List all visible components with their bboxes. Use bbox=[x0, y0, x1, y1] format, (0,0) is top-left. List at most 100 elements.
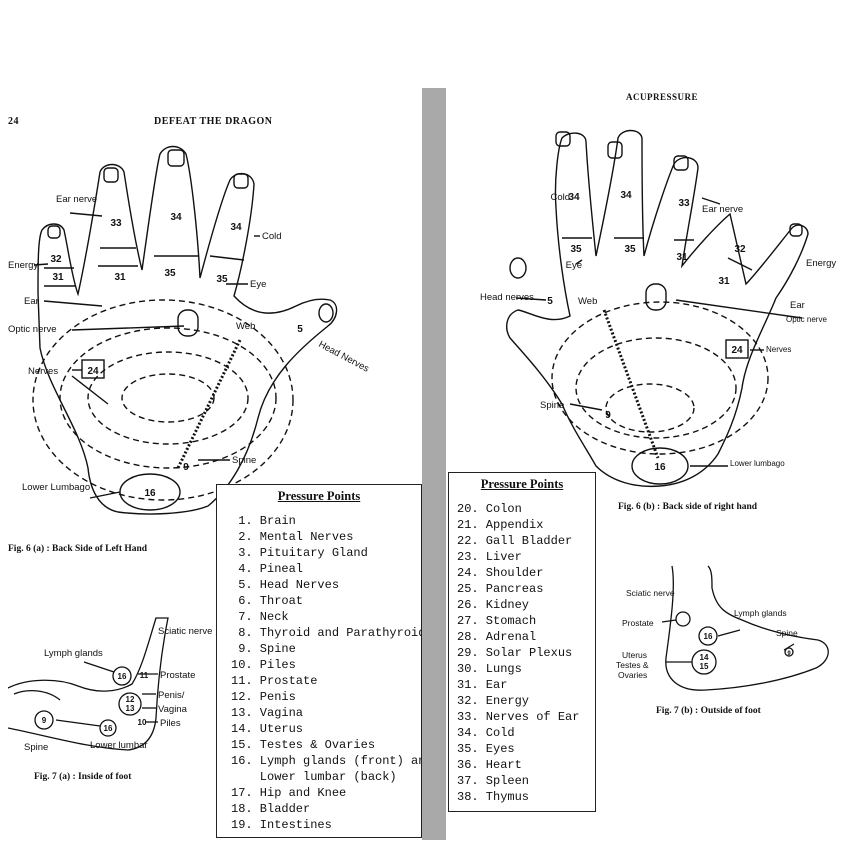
pressure-point-item: 12. Penis bbox=[231, 690, 296, 704]
hand-number: 33 bbox=[110, 218, 122, 229]
pressure-point-item: 28. Adrenal bbox=[457, 630, 537, 644]
pressure-point-item: 26. Kidney bbox=[457, 598, 530, 612]
point-24 bbox=[81, 359, 105, 379]
hand-number: 34 bbox=[230, 222, 242, 233]
left-page: 24 DEFEAT THE DRAGON bbox=[8, 88, 422, 840]
nail bbox=[318, 303, 334, 323]
hand-number: 24 bbox=[87, 366, 99, 377]
label-web: Web bbox=[236, 321, 255, 332]
pressure-points-title: Pressure Points bbox=[480, 477, 564, 491]
pressure-point-item: 34. Cold bbox=[457, 726, 515, 740]
hand-number: 16 bbox=[144, 488, 156, 499]
fig7b-caption: Fig. 7 (b) : Outside of foot bbox=[656, 706, 761, 716]
pressure-point-item: 32. Energy bbox=[457, 694, 530, 708]
label-lower-lumbago: Lower Lumbago bbox=[22, 482, 90, 493]
right-page: ACUPRESSURE 34 bbox=[446, 88, 850, 840]
label-energy: Energy bbox=[8, 260, 38, 271]
hand-number: 5 bbox=[547, 296, 553, 307]
pressure-point-item: 15. Testes & Ovaries bbox=[231, 738, 376, 752]
pressure-point-item: 4. Pineal bbox=[231, 562, 304, 576]
fig6b-caption: Fig. 6 (b) : Back side of right hand bbox=[618, 502, 758, 512]
pressure-point-item: 23. Liver bbox=[457, 550, 522, 564]
nail bbox=[789, 223, 803, 237]
pressure-point-item: 21. Appendix bbox=[457, 518, 544, 532]
pressure-point-item: 19. Intestines bbox=[231, 818, 332, 832]
pressure-point-item: 20. Colon bbox=[457, 502, 522, 516]
hand-number: 32 bbox=[734, 244, 746, 255]
hand-number: 9 bbox=[605, 410, 611, 421]
point-16 bbox=[631, 447, 689, 485]
pressure-point-item: 11. Prostate bbox=[231, 674, 318, 688]
optic-nerve-point bbox=[645, 283, 667, 311]
label-ear-nerve: Ear nerve bbox=[702, 204, 743, 215]
pressure-points-list: 1. Brain 2. Mental Nerves 3. Pituitary G… bbox=[231, 513, 422, 833]
pressure-points-box-left: Pressure Points 1. Brain 2. Mental Nerve… bbox=[216, 484, 422, 838]
pressure-point-item: 38. Thymus bbox=[457, 790, 530, 804]
pressure-point-item: 30. Lungs bbox=[457, 662, 522, 676]
hand-number: 9 bbox=[183, 462, 189, 473]
pressure-point-item: 2. Mental Nerves bbox=[231, 530, 354, 544]
nail bbox=[607, 141, 623, 159]
right-hand-diagram: 34 34 33 32 35 35 31 31 5 24 9 16 Cold E… bbox=[480, 129, 836, 488]
page-header: ACUPRESSURE bbox=[626, 92, 699, 102]
label-spine: Spine bbox=[540, 400, 564, 411]
pressure-point-item: 5. Head Nerves bbox=[231, 578, 340, 592]
pressure-point-item: 16. Lymph glands (front) and bbox=[231, 754, 422, 768]
pressure-point-item: 27. Stomach bbox=[457, 614, 537, 628]
hand-number: 34 bbox=[170, 212, 182, 223]
pressure-point-item: 18. Bladder bbox=[231, 802, 311, 816]
pressure-point-item: 36. Heart bbox=[457, 758, 522, 772]
pressure-point-item: 7. Neck bbox=[231, 610, 289, 624]
label-optic-nerve: Optic nerve bbox=[786, 315, 827, 324]
label-web: Web bbox=[578, 296, 597, 307]
label-cold: Cold bbox=[262, 231, 282, 242]
label-energy: Energy bbox=[806, 258, 836, 269]
hand-number: 33 bbox=[678, 198, 690, 209]
label-head-nerves: Head nerves bbox=[480, 292, 534, 303]
label-cold: Cold bbox=[550, 192, 570, 203]
nail bbox=[167, 149, 185, 167]
label-optic-nerve: Optic nerve bbox=[8, 324, 57, 335]
pressure-point-item: 13. Vagina bbox=[231, 706, 304, 720]
pressure-point-item: 31. Ear bbox=[457, 678, 508, 692]
pressure-point-item: 6. Throat bbox=[231, 594, 304, 608]
hand-number: 35 bbox=[216, 274, 228, 285]
label-nerves: Nerves bbox=[766, 345, 791, 354]
hand-number: 31 bbox=[676, 252, 688, 263]
hand-number: 35 bbox=[164, 268, 176, 279]
nail bbox=[509, 257, 527, 279]
label-eye: Eye bbox=[250, 279, 266, 290]
hand-number: 32 bbox=[50, 254, 62, 265]
pressure-point-item: 33. Nerves of Ear bbox=[457, 710, 580, 724]
nail bbox=[673, 155, 689, 171]
left-hand-outline bbox=[37, 145, 338, 515]
pressure-point-item: 25. Pancreas bbox=[457, 582, 544, 596]
label-nerves: Nerves bbox=[28, 366, 58, 377]
label-head-nerves: Head Nerves bbox=[317, 339, 371, 375]
pressure-point-item: 17. Hip and Knee bbox=[231, 786, 347, 800]
point-24 bbox=[725, 339, 749, 359]
fig7a-caption: Fig. 7 (a) : Inside of foot bbox=[34, 772, 132, 782]
right-hand-outline bbox=[506, 129, 809, 488]
nail bbox=[47, 225, 61, 239]
label-spine: Spine bbox=[232, 455, 256, 466]
pressure-point-item: 29. Solar Plexus bbox=[457, 646, 573, 660]
page-gutter bbox=[422, 88, 446, 840]
fig6a-caption: Fig. 6 (a) : Back Side of Left Hand bbox=[8, 544, 148, 554]
pressure-point-item: 1. Brain bbox=[231, 514, 296, 528]
hand-number: 34 bbox=[620, 190, 632, 201]
label-ear: Ear bbox=[24, 296, 39, 307]
pressure-point-item: 24. Shoulder bbox=[457, 566, 544, 580]
page-header: DEFEAT THE DRAGON bbox=[154, 116, 273, 127]
hand-number: 24 bbox=[731, 345, 743, 356]
hand-number: 31 bbox=[114, 272, 126, 283]
pressure-point-item: 9. Spine bbox=[231, 642, 296, 656]
label-lower-lumbago: Lower lumbago bbox=[730, 459, 785, 468]
hand-number: 34 bbox=[568, 192, 580, 203]
pressure-point-item: 22. Gall Bladder bbox=[457, 534, 573, 548]
hand-number: 35 bbox=[624, 244, 636, 255]
pressure-point-item: 35. Eyes bbox=[457, 742, 515, 756]
pressure-point-item: 37. Spleen bbox=[457, 774, 530, 788]
pressure-point-item: 8. Thyroid and Parathyroid bbox=[231, 626, 422, 640]
hand-number: 31 bbox=[718, 276, 730, 287]
